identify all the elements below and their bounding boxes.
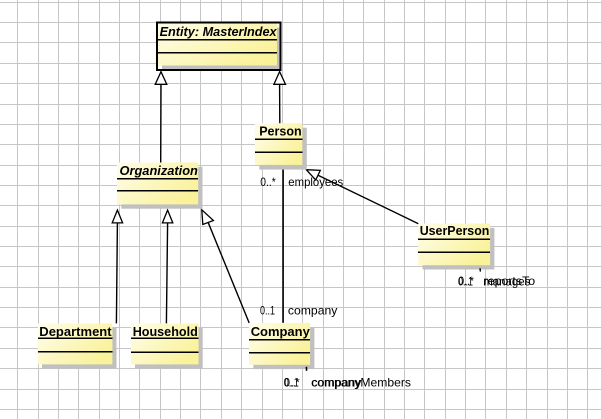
svg-text:Household: Household	[133, 324, 198, 339]
svg-text:employees: employees	[288, 175, 343, 189]
svg-text:Entity: MasterIndex: Entity: MasterIndex	[160, 24, 278, 39]
svg-text:0..1: 0..1	[458, 275, 473, 289]
svg-text:0..*: 0..*	[458, 274, 474, 288]
svg-text:0..1: 0..1	[284, 376, 299, 390]
svg-text:company: company	[288, 304, 338, 318]
svg-text:0..*: 0..*	[284, 375, 300, 389]
svg-text:manages: manages	[483, 275, 530, 289]
svg-text:UserPerson: UserPerson	[420, 223, 490, 238]
svg-text:0..*: 0..*	[260, 175, 276, 189]
svg-text:Company: Company	[251, 324, 311, 339]
svg-text:Person: Person	[259, 124, 302, 139]
svg-text:reportsTo: reportsTo	[484, 274, 536, 288]
svg-text:companyMembers: companyMembers	[311, 376, 411, 390]
svg-text:Organization: Organization	[120, 163, 198, 178]
svg-text:0..1: 0..1	[260, 304, 275, 318]
svg-text:company: company	[312, 375, 362, 389]
svg-text:Department: Department	[39, 324, 112, 339]
